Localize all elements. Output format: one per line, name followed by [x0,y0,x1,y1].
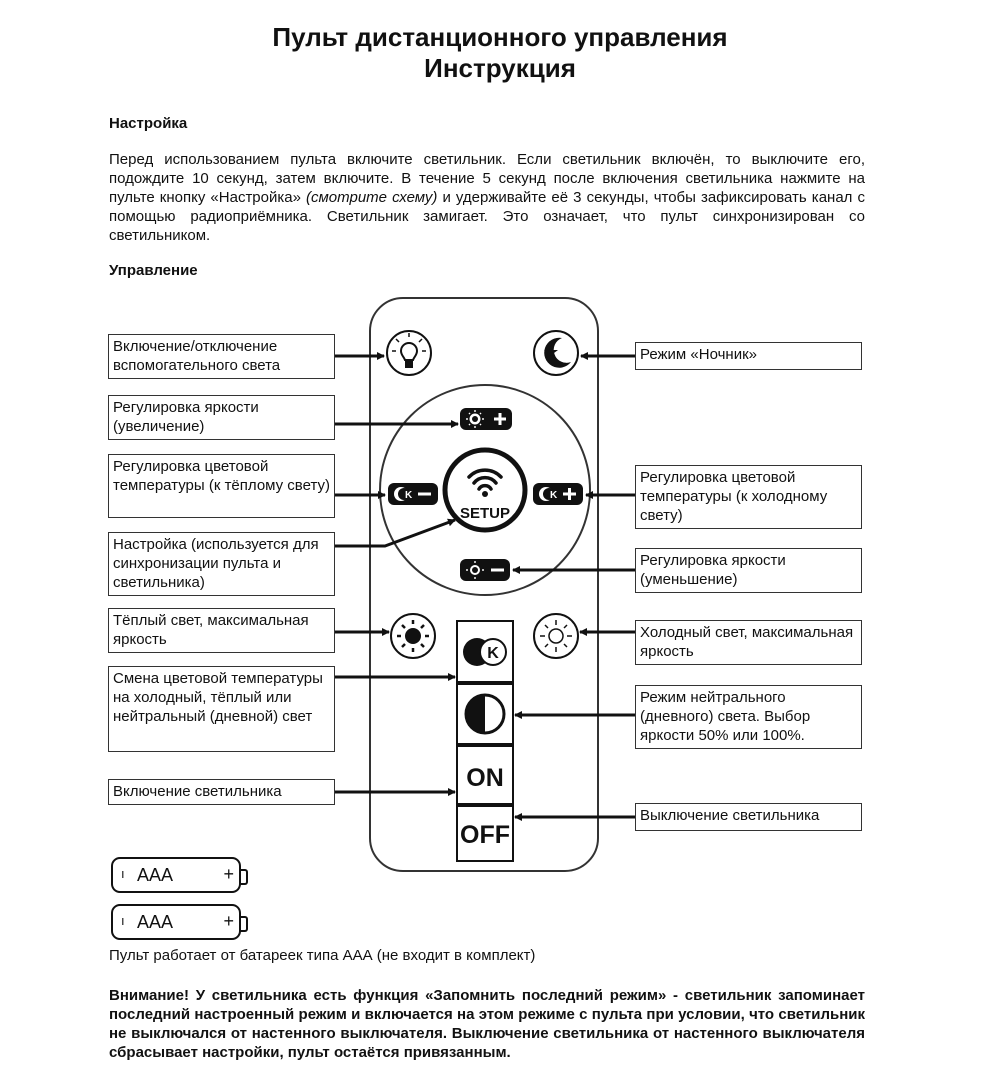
sun-filled-icon[interactable] [390,613,436,659]
battery-label: AAA [137,865,174,885]
battery-icon: ı AAA + [111,857,248,893]
svg-text:K: K [405,490,413,501]
label-temp-warm: Регулировка цветовой температуры (к тёпл… [108,454,335,518]
label-temp-cold: Регулировка цветовой температуры (к холо… [635,465,862,529]
setup-text-italic: (смотрите схему) [306,189,438,206]
setup-paragraph: Перед использованием пульта включите све… [109,150,865,245]
battery-plus: + [223,911,234,931]
label-temp-cycle: Смена цветовой температуры на холодный, … [108,666,335,752]
off-button[interactable]: OFF [460,821,510,849]
sun-outline-icon[interactable] [533,613,579,659]
kelvin-button-label: K [487,645,499,662]
half-circle-icon[interactable] [464,693,506,735]
left-arrows [335,352,459,796]
label-light-on: Включение светильника [108,779,335,805]
battery-note: Пульт работает от батареек типа ААА (не … [109,947,536,964]
sun-plus-icon[interactable] [460,408,512,430]
sun-minus-icon[interactable] [460,559,510,581]
kelvin-plus-icon[interactable]: K [533,483,583,505]
label-night-mode: Режим «Ночник» [635,342,862,370]
on-button[interactable]: ON [466,764,504,792]
title-line-2: Инструкция [424,53,576,83]
right-arrows [512,352,635,821]
battery-minus: ı [121,913,125,928]
battery-plus: + [223,864,234,884]
label-setup: Настройка (используется для синхронизаци… [108,532,335,596]
label-brightness-down: Регулировка яркости (уменьшение) [635,548,862,593]
setup-button[interactable]: SETUP [442,447,528,533]
wifi-icon [467,468,503,491]
lightbulb-icon[interactable] [386,330,432,376]
battery-label: AAA [137,912,174,932]
label-warm-max: Тёплый свет, максимальная яркость [108,608,335,653]
setup-text-before: Перед использованием пульта включите све… [109,151,865,206]
svg-text:K: K [550,490,558,501]
label-aux-light: Включение/отключение вспомогательного св… [108,334,335,379]
warning-paragraph: Внимание! У светильника есть функция «За… [109,987,865,1061]
main-dial [379,384,591,596]
setup-text-after: и удерживайте её 3 секунды, чтобы зафикс… [109,189,865,244]
page-title: Пульт дистанционного управления Инструкц… [0,22,1000,84]
label-light-off: Выключение светильника [635,803,862,831]
setup-heading: Настройка [109,115,188,132]
kelvin-minus-icon[interactable]: K [388,483,438,505]
battery-minus: ı [121,866,125,881]
setup-button-label: SETUP [460,505,510,522]
label-cold-max: Холодный свет, максимальная яркость [635,620,862,665]
control-heading: Управление [109,262,198,279]
moon-star-icon[interactable] [533,330,579,376]
title-line-1: Пульт дистанционного управления [272,22,728,52]
kelvin-icon[interactable]: K [463,638,507,666]
battery-icon: ı AAA + [111,904,248,940]
label-brightness-up: Регулировка яркости (увеличение) [108,395,335,440]
label-neutral: Режим нейтрального (дневного) света. Выб… [635,685,862,749]
